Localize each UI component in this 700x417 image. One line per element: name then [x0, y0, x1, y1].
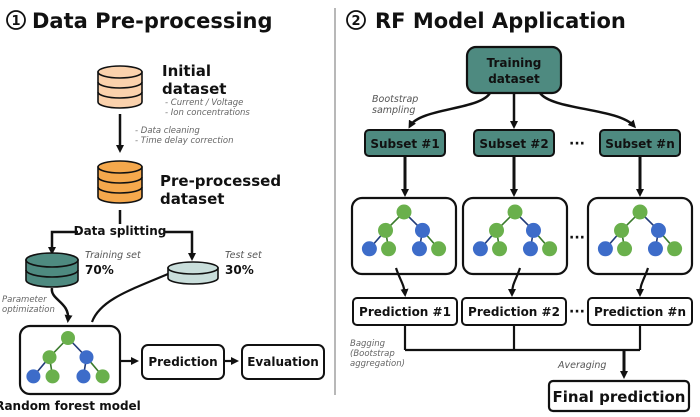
test-set-percent: 30% — [225, 263, 254, 277]
preprocessed-line1: Pre-processed — [160, 172, 281, 190]
tree-node-right — [79, 350, 94, 365]
bagging-note-1: Bagging — [350, 339, 386, 349]
preprocessed-dataset-icon — [97, 160, 143, 204]
tree-icon-1 — [361, 204, 447, 257]
tree-node-root — [396, 204, 412, 220]
tree-ellipsis: ··· — [569, 230, 585, 246]
tree-node-leaf-2 — [617, 241, 633, 257]
rf-model-tree-icon — [26, 331, 110, 384]
training-set-icon — [25, 252, 79, 288]
final-prediction-box — [547, 379, 691, 413]
tree-node-leaf-4 — [95, 369, 110, 384]
initial-dataset-icon — [97, 65, 143, 109]
tree-node-leaf-1 — [361, 241, 377, 257]
tree-node-leaf-2 — [492, 241, 508, 257]
tree-node-root — [61, 331, 75, 345]
tree-icon-2 — [472, 204, 558, 257]
training-dataset-line2: dataset — [488, 72, 540, 86]
prediction-ellipsis: ··· — [569, 304, 585, 320]
param-note-2: optimization — [2, 305, 55, 315]
initial-dataset-line1: Initial — [162, 62, 211, 80]
tree-box-1 — [350, 196, 458, 276]
tree-node-leaf-1 — [597, 241, 613, 257]
bootstrap-note-1: Bootstrap — [372, 94, 418, 105]
tree-node-root — [507, 204, 523, 220]
prediction-label-1: Prediction #1 — [359, 305, 451, 319]
step-number-2: 2 — [351, 14, 360, 29]
right-title-group: 2 RF Model Application — [346, 9, 626, 33]
arrow-tree1-pred — [394, 267, 409, 297]
tree-node-leaf-1 — [472, 241, 488, 257]
arrow-to-subset-1 — [408, 92, 492, 129]
param-note-1: Parameter — [2, 295, 47, 305]
tree-box-n — [586, 196, 694, 276]
subset-label-n: Subset #n — [605, 137, 675, 151]
initial-note-2: - Ion concentrations — [165, 108, 250, 118]
prediction-label-2: Prediction #2 — [468, 305, 560, 319]
tree-node-right — [525, 222, 541, 238]
rf-model-label: Random forest model — [0, 399, 141, 413]
arrow-tree2-pred — [508, 267, 522, 297]
tree-node-right — [650, 222, 666, 238]
tree-node-leaf-4 — [542, 241, 558, 257]
arrow-param-opt — [50, 287, 73, 323]
evaluation-box — [241, 344, 325, 380]
tree-node-left — [42, 350, 57, 365]
tree-node-leaf-3 — [411, 241, 427, 257]
tree-node-leaf-3 — [647, 241, 663, 257]
tree-node-leaf-3 — [76, 369, 91, 384]
bagging-note-2: (Bootstrap — [350, 349, 395, 359]
left-title: Data Pre-processing — [32, 9, 273, 33]
tree-icon-n — [597, 204, 683, 257]
training-set-label: Training set — [85, 250, 142, 261]
subset-ellipsis: ··· — [569, 136, 585, 152]
step-badge-2 — [346, 10, 366, 30]
initial-dataset-line2: dataset — [162, 80, 226, 98]
evaluation-label: Evaluation — [247, 355, 319, 369]
step-number-1: 1 — [11, 14, 20, 29]
tree-node-left — [614, 222, 630, 238]
tree-node-leaf-2 — [45, 369, 60, 384]
bootstrap-note-2: sampling — [372, 105, 415, 116]
initial-note-1: - Current / Voltage — [165, 98, 243, 108]
subset-label-2: Subset #2 — [479, 137, 548, 151]
tree-box-2 — [461, 196, 569, 276]
tree-node-root — [632, 204, 648, 220]
tree-node-leaf-1 — [26, 369, 41, 384]
test-set-label: Test set — [225, 250, 263, 261]
arrow-to-subset-n — [538, 92, 636, 129]
training-dataset-box — [465, 45, 563, 95]
right-title: RF Model Application — [375, 9, 626, 33]
tree-node-left — [378, 222, 394, 238]
data-splitting-label: Data splitting — [74, 224, 167, 238]
arrow-test-to-model — [90, 272, 169, 323]
cleaning-note-2: - Time delay correction — [135, 136, 234, 146]
cleaning-note-1: - Data cleaning — [135, 126, 200, 136]
prediction-label: Prediction — [148, 355, 217, 369]
training-set-percent: 70% — [85, 263, 114, 277]
tree-node-leaf-4 — [431, 241, 447, 257]
preprocessed-line2: dataset — [160, 190, 224, 208]
bagging-note-3: aggregation) — [350, 359, 405, 369]
training-dataset-line1: Training — [487, 56, 542, 70]
tree-node-left — [489, 222, 505, 238]
test-set-icon — [167, 261, 219, 285]
arrow-to-test — [164, 230, 196, 261]
prediction-label-n: Prediction #n — [594, 305, 686, 319]
tree-node-right — [414, 222, 430, 238]
step-badge-1 — [6, 10, 26, 30]
left-title-group: 1 Data Pre-processing — [6, 9, 273, 33]
final-prediction-label: Final prediction — [553, 388, 686, 406]
tree-node-leaf-4 — [667, 241, 683, 257]
arrow-treen-pred — [636, 267, 650, 297]
arrow-to-training — [48, 230, 78, 255]
tree-node-leaf-3 — [522, 241, 538, 257]
averaging-label: Averaging — [557, 360, 606, 371]
subset-label-1: Subset #1 — [370, 137, 439, 151]
tree-node-leaf-2 — [381, 241, 397, 257]
